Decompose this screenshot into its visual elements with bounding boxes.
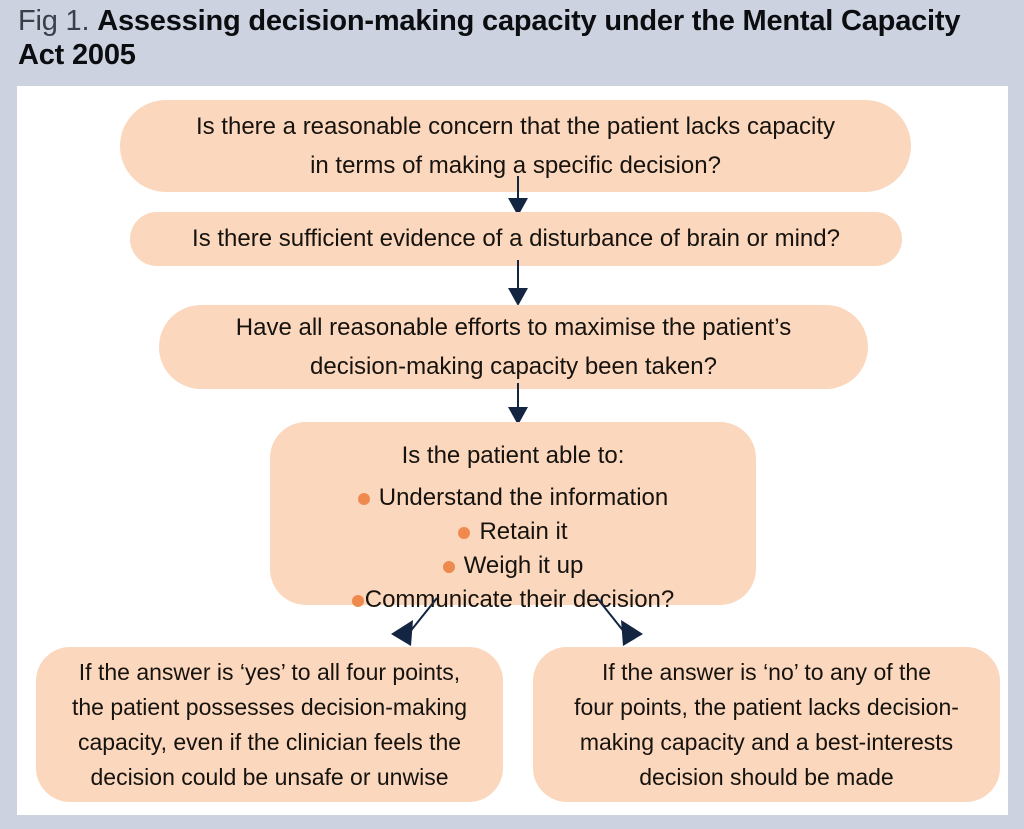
list-item: Retain it bbox=[270, 515, 756, 549]
figure-number-label: Fig 1. bbox=[18, 5, 90, 37]
arrow-efforts-to-able-to bbox=[508, 383, 528, 425]
list-item: Weigh it up bbox=[270, 549, 756, 583]
flow-node-disturbance-evidence: Is there sufficient evidence of a distur… bbox=[130, 212, 902, 266]
flow-node-maximise-capacity-efforts: Have all reasonable efforts to maximise … bbox=[159, 305, 868, 389]
capacity-criteria-list: Understand the information Retain it Wei… bbox=[270, 481, 756, 617]
flow-node-line: four points, the patient lacks decision- bbox=[574, 693, 959, 720]
list-item-label: Understand the information bbox=[378, 484, 669, 511]
bullet-dot-icon bbox=[458, 527, 471, 539]
flow-node-line: If the answer is ‘no’ to any of the bbox=[602, 658, 931, 685]
flow-node-capacity-criteria: Is the patient able to: Understand the i… bbox=[270, 422, 756, 613]
list-item: Understand the information bbox=[270, 481, 756, 515]
arrow-split-to-outcomes bbox=[391, 597, 643, 646]
flowchart-panel: Is there a reasonable concern that the p… bbox=[17, 86, 1008, 815]
arrow-disturbance-to-efforts bbox=[508, 260, 528, 306]
figure-headline: Assessing decision-making capacity under… bbox=[18, 5, 961, 71]
flow-node-line: making capacity and a best-interests bbox=[579, 728, 954, 755]
bullet-dot-icon bbox=[442, 561, 455, 573]
flow-node-line: Is there sufficient evidence of a distur… bbox=[192, 225, 840, 252]
list-item-label: Weigh it up bbox=[463, 552, 584, 579]
capacity-criteria-intro: Is the patient able to: bbox=[401, 442, 625, 469]
flow-node-line: decision-making capacity been taken? bbox=[310, 353, 717, 380]
flow-node-line: If the answer is ‘yes’ to all four point… bbox=[78, 658, 461, 685]
flow-node-line: in terms of making a specific decision? bbox=[310, 152, 721, 179]
flow-node-line: the patient possesses decision-making bbox=[71, 693, 468, 720]
flow-node-outcome-has-capacity: If the answer is ‘yes’ to all four point… bbox=[36, 647, 503, 802]
flow-node-line: Is there a reasonable concern that the p… bbox=[195, 113, 836, 140]
list-item-label: Retain it bbox=[479, 518, 568, 545]
flow-node-outcome-lacks-capacity: If the answer is ‘no’ to any of the four… bbox=[533, 647, 1000, 802]
bullet-dot-icon bbox=[351, 595, 364, 607]
flow-node-line: capacity, even if the clinician feels th… bbox=[77, 728, 462, 755]
page-title: Fig 1. Assessing decision-making capacit… bbox=[18, 4, 978, 72]
flow-node-line: Have all reasonable efforts to maximise … bbox=[235, 314, 792, 341]
flow-node-reasonable-concern: Is there a reasonable concern that the p… bbox=[120, 100, 911, 192]
arrow-concern-to-disturbance bbox=[508, 176, 528, 216]
list-item: Communicate their decision? bbox=[270, 583, 756, 617]
bullet-dot-icon bbox=[357, 493, 370, 505]
flow-node-line: decision should be made bbox=[639, 763, 894, 790]
list-item-label: Communicate their decision? bbox=[364, 586, 675, 613]
flow-node-line: decision could be unsafe or unwise bbox=[90, 763, 449, 790]
